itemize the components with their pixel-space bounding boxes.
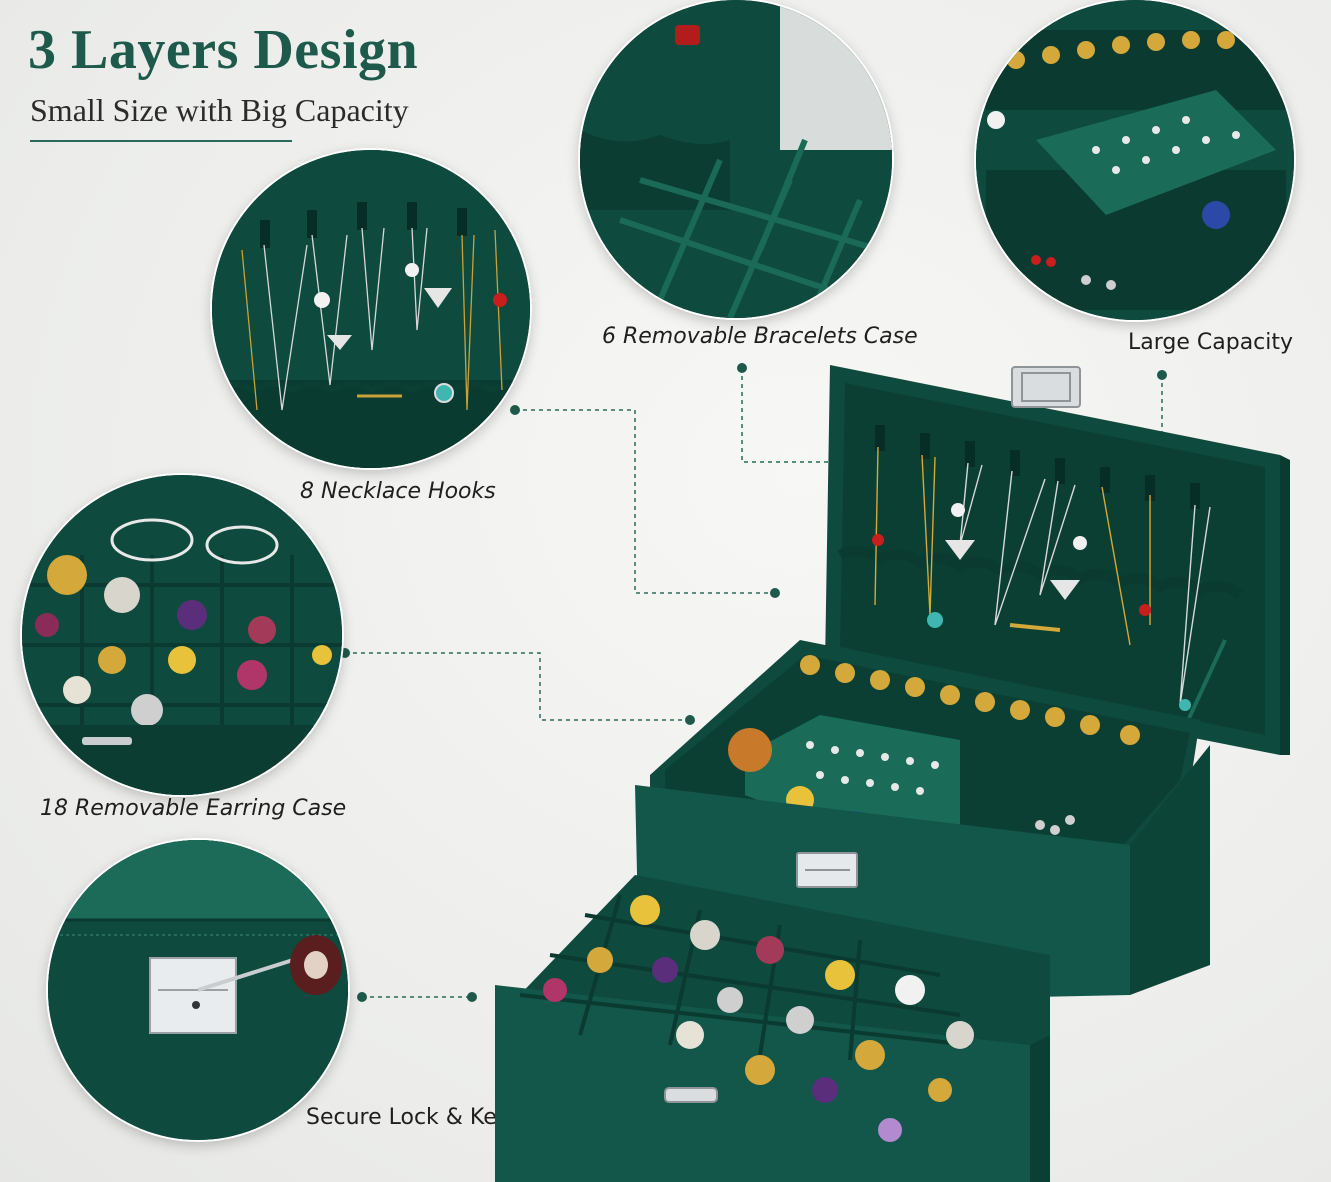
bracelets-case-photo xyxy=(580,0,892,318)
earring-case-label: 18 Removable Earring Case xyxy=(40,796,347,821)
lock-key-label: Secure Lock & Key xyxy=(306,1105,510,1130)
necklace-hooks-photo xyxy=(212,150,530,468)
bracelets-case-label: 6 Removable Bracelets Case xyxy=(602,324,918,349)
large-capacity-label: Large Capacity xyxy=(1128,330,1294,355)
page-title: 3 Layers Design xyxy=(28,19,419,81)
page-subtitle: Small Size with Big Capacity xyxy=(30,92,409,128)
jewelry-box-illustration xyxy=(495,365,1290,1182)
earring-case-photo xyxy=(22,475,342,795)
lock-key-photo xyxy=(48,840,348,1140)
title-underline xyxy=(30,140,292,142)
large-capacity-photo xyxy=(976,0,1294,320)
necklace-hooks-label: 8 Necklace Hooks xyxy=(300,479,496,504)
